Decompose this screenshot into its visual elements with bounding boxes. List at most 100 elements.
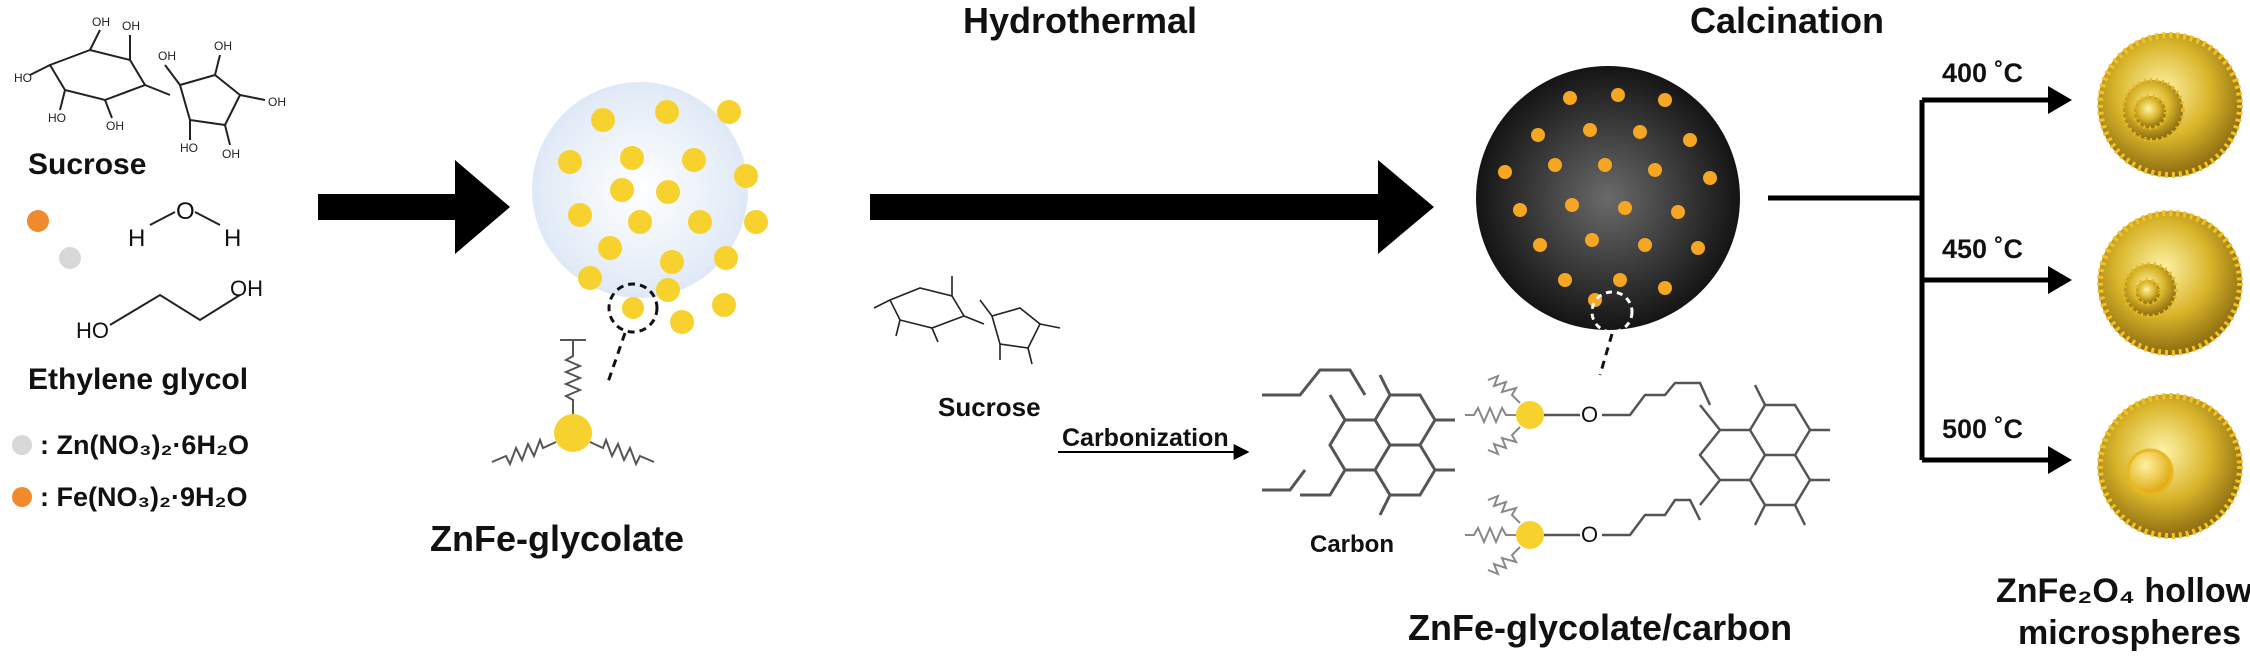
glycolate-particle: [655, 100, 679, 124]
glycolate-carbon-particle: [1513, 203, 1527, 217]
sucrose-label-mid: Sucrose: [938, 392, 1041, 422]
glycolate-carbon-particle: [1531, 128, 1545, 142]
product-label-line1: ZnFe₂O₄ hollow: [1996, 572, 2250, 610]
glycolate-carbon-particle: [1548, 158, 1562, 172]
oh-text: OH: [268, 95, 286, 109]
hydrothermal-label: Hydrothermal: [963, 0, 1198, 41]
ethylene-glycol-structure: [109, 293, 241, 326]
arrow-1: [318, 160, 510, 254]
composite-structure: [1465, 374, 1830, 576]
glycolate-particle: [744, 210, 768, 234]
glycolate-carbon-particle: [1633, 125, 1647, 139]
oh-text: OH: [106, 119, 124, 133]
zoom-line-dark: [1598, 333, 1614, 376]
oh-text: HO: [48, 111, 66, 125]
sucrose-oh-labels-top: OH HO HO OH OH OH OH OH HO OH: [14, 15, 286, 161]
glycolate-carbon-particle: [1648, 163, 1662, 177]
legend-zn-label: : Zn(NO₃)₂·6H₂O: [40, 430, 249, 460]
glycolate-particle: [660, 250, 684, 274]
glycolate-carbon-particle: [1638, 238, 1652, 252]
glycolate-particle: [714, 246, 738, 270]
glycolate-carbon-particle: [1671, 205, 1685, 219]
glycolate-springs: [491, 339, 655, 467]
linker-o-top: O: [1581, 402, 1599, 427]
eg-oh: OH: [230, 276, 263, 301]
temp-400-label: 400 ˚C: [1942, 58, 2024, 88]
glycolate-carbon-particle: [1583, 123, 1597, 137]
hollow-sphere-500: [2097, 393, 2243, 539]
carbon-label: Carbon: [1310, 531, 1394, 558]
water-molecule: [149, 211, 221, 226]
zoom-circle: [607, 282, 659, 334]
arrowhead-500: [2048, 446, 2072, 474]
fe-precursor-dot: [27, 210, 49, 232]
legend-fe-label: : Fe(NO₃)₂·9H₂O: [40, 482, 248, 512]
water-h1: H: [128, 225, 146, 252]
glycolate-particle: [578, 266, 602, 290]
product-label-line2: microspheres: [2018, 614, 2241, 652]
glycolate-particle: [717, 100, 741, 124]
legend-fe-dot: [12, 487, 32, 507]
glycolate-carbon-particle: [1498, 165, 1512, 179]
znfe-glycolate-label: ZnFe-glycolate: [430, 518, 685, 559]
legend-zn-dot: [12, 435, 32, 455]
glycolate-particle: [670, 310, 694, 334]
glycolate-particle: [682, 148, 706, 172]
glycolate-particle: [568, 203, 592, 227]
glycolate-carbon-particle: [1618, 201, 1632, 215]
glycolate-particles: [558, 100, 768, 334]
glycolate-particle: [734, 164, 758, 188]
arrow-2: [870, 160, 1434, 254]
glycolate-carbon-particle: [1658, 281, 1672, 295]
hollow-sphere-450: [2097, 210, 2243, 356]
zoom-line: [605, 332, 627, 386]
glycolate-particle: [610, 178, 634, 202]
glycolate-particle: [598, 236, 622, 260]
carbonization-label: Carbonization: [1062, 424, 1229, 452]
water-h2: H: [224, 225, 242, 252]
glycolate-particle: [656, 278, 680, 302]
arrowhead-400: [2048, 86, 2072, 114]
glycolate-carbon-particle: [1585, 233, 1599, 247]
glycolate-carbon-particle: [1703, 171, 1717, 185]
glycolate-particle: [712, 293, 736, 317]
znfe-glycolate-carbon-label: ZnFe-glycolate/carbon: [1408, 607, 1793, 648]
linker-o-bottom: O: [1581, 522, 1599, 547]
zn-precursor-dot: [59, 247, 81, 269]
arrowhead-450: [2048, 266, 2072, 294]
glycolate-carbon-particle: [1658, 93, 1672, 107]
glycolate-carbon-particle: [1558, 273, 1572, 287]
sucrose-structure-top: [29, 29, 266, 146]
temp-450-label: 450 ˚C: [1942, 234, 2024, 264]
sucrose-structure-mid: [873, 276, 1061, 365]
water-o: O: [176, 198, 195, 225]
glycolate-carbon-particle: [1691, 241, 1705, 255]
eg-ho: HO: [76, 318, 109, 343]
glycolate-carbon-particle: [1563, 91, 1577, 105]
glycolate-carbon-particle: [1565, 198, 1579, 212]
branch-arrows: [1768, 97, 2055, 463]
glycolate-particle: [628, 210, 652, 234]
oh-text: OH: [222, 147, 240, 161]
hollow-sphere-400: [2097, 32, 2243, 178]
glycolate-carbon-particles: [1498, 88, 1717, 307]
oh-text: OH: [158, 49, 176, 63]
oh-text: OH: [214, 39, 232, 53]
oh-text: OH: [122, 19, 140, 33]
carbon-structure: [1262, 368, 1455, 516]
calcination-label: Calcination: [1690, 0, 1885, 41]
oh-text: OH: [92, 15, 110, 29]
glycolate-carbon-particle: [1611, 88, 1625, 102]
sucrose-label-left: Sucrose: [28, 148, 147, 181]
glycolate-particle: [656, 180, 680, 204]
glycolate-carbon-particle: [1533, 238, 1547, 252]
glycolate-sphere: [532, 82, 748, 298]
ho-text: HO: [14, 71, 32, 85]
glycolate-carbon-particle: [1598, 158, 1612, 172]
glycolate-particle: [620, 146, 644, 170]
glycolate-particle: [558, 150, 582, 174]
glycolate-carbon-particle: [1683, 133, 1697, 147]
ethylene-glycol-label: Ethylene glycol: [28, 363, 249, 396]
